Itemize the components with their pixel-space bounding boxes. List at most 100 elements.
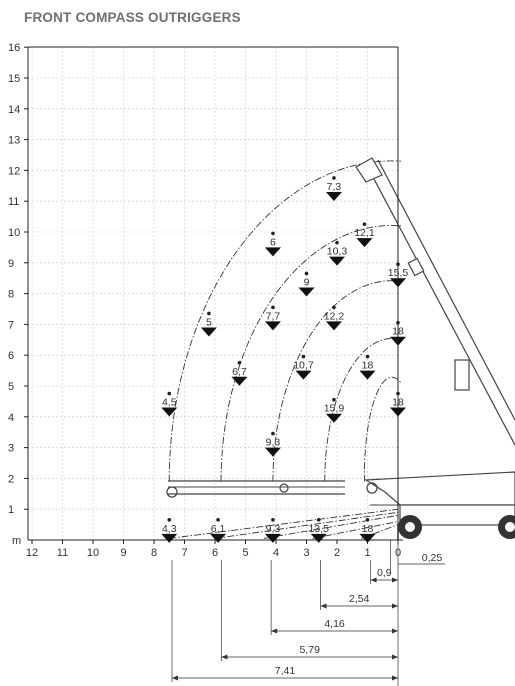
load-marker-triangle xyxy=(325,191,342,201)
boom-lower-edge xyxy=(377,159,515,421)
load-point-dot xyxy=(365,518,370,522)
dimension-label: 5,79 xyxy=(299,644,320,656)
y-tick-label: 11 xyxy=(8,196,19,208)
load-point-dot xyxy=(216,518,220,522)
load-marker-triangle xyxy=(325,413,342,423)
y-tick-label: 5 xyxy=(8,381,14,393)
load-value-label: 6,1 xyxy=(211,523,226,535)
load-point-dot xyxy=(316,518,321,522)
y-tick-label: 9 xyxy=(8,258,14,270)
load-arc xyxy=(168,160,402,482)
load-point-dot xyxy=(396,262,400,267)
dimension-lines: 0,250,92,544,165,797,41 xyxy=(171,540,445,686)
load-point-dot xyxy=(332,397,336,402)
load-marker-triangle xyxy=(329,256,345,266)
load-value-label: 7,7 xyxy=(266,310,281,322)
y-tick-label: 7 xyxy=(8,319,14,331)
x-tick-label: 3 xyxy=(303,547,309,559)
x-tick-label: 11 xyxy=(57,547,68,559)
load-value-label: 6,7 xyxy=(232,366,247,378)
load-marker-triangle xyxy=(264,321,281,331)
load-value-label: 10,3 xyxy=(327,246,348,258)
load-value-label: 6 xyxy=(270,236,276,248)
load-point-dot xyxy=(335,240,339,245)
y-tick-label: 12 xyxy=(8,165,20,177)
x-tick-label: 12 xyxy=(26,547,38,559)
crane-hook-near xyxy=(366,482,378,494)
load-marker-triangle xyxy=(359,370,376,380)
load-point-dot xyxy=(237,360,242,365)
ground-arc xyxy=(263,514,399,539)
crane-chassis xyxy=(399,504,515,526)
x-tick-label: 7 xyxy=(181,547,187,559)
dimension-arrow-right xyxy=(392,675,398,681)
load-value-label: 18 xyxy=(362,523,374,535)
load-point-dot xyxy=(167,391,172,396)
load-point-dot xyxy=(301,354,306,359)
y-tick-label: 2 xyxy=(8,473,14,485)
ground-arc xyxy=(312,521,399,539)
x-tick-label: 1 xyxy=(364,547,370,559)
y-tick-label: 6 xyxy=(8,350,14,362)
load-marker-triangle xyxy=(390,278,406,288)
load-point-dot xyxy=(304,271,309,276)
load-value-label: 15,9 xyxy=(324,403,345,415)
dimension-arrow-right xyxy=(392,603,398,609)
load-point-dot xyxy=(207,311,211,316)
dimension-arrow-right xyxy=(392,654,398,660)
load-arc xyxy=(363,376,402,482)
load-point-dot xyxy=(365,354,370,359)
x-tick-label: 6 xyxy=(212,547,218,559)
load-value-label: 12,2 xyxy=(324,310,345,322)
y-tick-label: 10 xyxy=(8,227,20,239)
y-tick-label: 1 xyxy=(8,504,14,516)
load-marker-triangle xyxy=(325,321,342,331)
load-value-label: 9,3 xyxy=(266,523,281,535)
chart-title: FRONT COMPASS OUTRIGGERS xyxy=(24,10,241,25)
dimension-arrow-left xyxy=(271,628,278,634)
load-marker-triangle xyxy=(161,407,178,417)
grid xyxy=(28,46,398,540)
load-point-dot xyxy=(271,431,275,436)
load-point-dot xyxy=(396,320,400,325)
load-value-label: 7,3 xyxy=(327,181,342,193)
boom-joint xyxy=(407,257,425,277)
boom-upper-edge xyxy=(364,161,515,446)
load-point-dot xyxy=(332,305,336,310)
dimension-label: 7,41 xyxy=(275,665,296,677)
load-arcs xyxy=(168,160,402,539)
dimension-arrow-left xyxy=(221,654,228,660)
load-value-label: 4,3 xyxy=(162,523,177,535)
x-tick-label: 8 xyxy=(151,547,157,559)
load-marker-triangle xyxy=(295,370,312,380)
crane-wheel-rear-hub xyxy=(505,522,515,532)
load-point-dot xyxy=(271,305,275,310)
load-point-dot xyxy=(271,518,275,522)
crane-base xyxy=(364,471,515,506)
load-marker-triangle xyxy=(359,533,376,543)
y-tick-label: 4 xyxy=(8,412,14,424)
load-marker-triangle xyxy=(231,376,248,386)
x-tick-label: 10 xyxy=(87,547,99,559)
load-marker-triangle xyxy=(264,533,281,543)
boom-head xyxy=(355,157,383,183)
y-tick-label: 15 xyxy=(8,73,20,85)
x-tick-label: 5 xyxy=(242,547,248,559)
load-marker-triangle xyxy=(161,533,178,543)
load-value-label: 18 xyxy=(362,360,374,372)
load-marker-triangle xyxy=(356,238,373,248)
load-marker-triangle xyxy=(298,287,315,297)
dimension-arrow-left xyxy=(370,577,377,583)
load-point-dot xyxy=(396,391,400,396)
y-tick-label: 13 xyxy=(8,135,20,147)
load-marker-triangle xyxy=(200,327,217,337)
load-value-label: 18 xyxy=(392,397,404,409)
load-value-label: 10,7 xyxy=(293,360,314,372)
crane-drawing xyxy=(166,157,515,540)
load-point-dot xyxy=(332,176,336,180)
load-value-label: 15,5 xyxy=(388,267,409,279)
load-point-dot xyxy=(167,518,172,522)
load-value-label: 9 xyxy=(304,276,310,288)
